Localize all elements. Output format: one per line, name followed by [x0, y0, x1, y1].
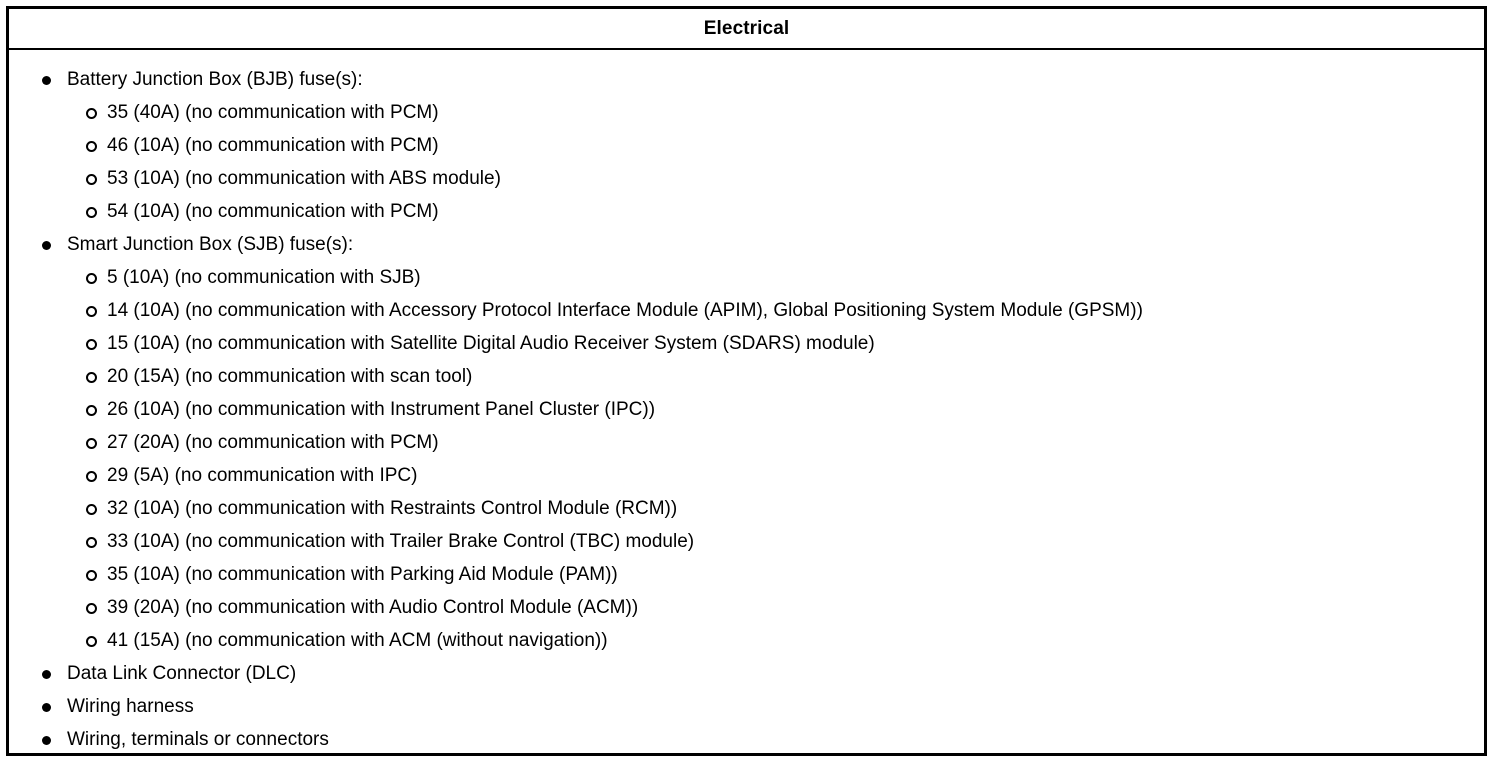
hollow-bullet-icon: [86, 294, 98, 327]
list-item-label: 5 (10A) (no communication with SJB): [107, 267, 421, 288]
list-item-sjb-fuse-20: 20 (15A) (no communication with scan too…: [67, 360, 1484, 393]
sublist-bjb-fuses: 35 (40A) (no communication with PCM) 46 (…: [67, 96, 1484, 228]
list-item-wiring-harness: Wiring harness: [9, 690, 1484, 723]
filled-bullet-icon: [42, 690, 54, 723]
hollow-bullet-icon: [86, 591, 98, 624]
list-item-label: 20 (15A) (no communication with scan too…: [107, 366, 473, 387]
list-item-label: 29 (5A) (no communication with IPC): [107, 465, 418, 486]
list-item-label: 26 (10A) (no communication with Instrume…: [107, 399, 656, 420]
hollow-bullet-icon: [86, 492, 98, 525]
list-item-sjb-fuse-41: 41 (15A) (no communication with ACM (wit…: [67, 624, 1484, 657]
hollow-bullet-icon: [86, 426, 98, 459]
hollow-bullet-icon: [86, 261, 98, 294]
hollow-bullet-icon: [86, 360, 98, 393]
list-item-sjb-fuses: Smart Junction Box (SJB) fuse(s): 5 (10A)…: [9, 228, 1484, 657]
hollow-bullet-icon: [86, 327, 98, 360]
list-item-sjb-fuse-27: 27 (20A) (no communication with PCM): [67, 426, 1484, 459]
list-item-label: Smart Junction Box (SJB) fuse(s):: [67, 234, 354, 255]
list-item-label: 53 (10A) (no communication with ABS modu…: [107, 168, 501, 189]
list-item-label: 35 (40A) (no communication with PCM): [107, 102, 439, 123]
list-item-label: 15 (10A) (no communication with Satellit…: [107, 333, 875, 354]
list-item-label: Battery Junction Box (BJB) fuse(s):: [67, 69, 363, 90]
list-item-label: 14 (10A) (no communication with Accessor…: [107, 300, 1143, 321]
filled-bullet-icon: [42, 63, 54, 96]
hollow-bullet-icon: [86, 525, 98, 558]
filled-bullet-icon: [42, 723, 54, 756]
list-item-sjb-fuse-5: 5 (10A) (no communication with SJB): [67, 261, 1484, 294]
hollow-bullet-icon: [86, 459, 98, 492]
list-item-sjb-fuse-29: 29 (5A) (no communication with IPC): [67, 459, 1484, 492]
list-item-label: 54 (10A) (no communication with PCM): [107, 201, 439, 222]
list-item-label: Data Link Connector (DLC): [67, 663, 297, 684]
list-item-label: Wiring harness: [67, 696, 194, 717]
hollow-bullet-icon: [86, 129, 98, 162]
list-item-sjb-fuse-26: 26 (10A) (no communication with Instrume…: [67, 393, 1484, 426]
list-item-label: 32 (10A) (no communication with Restrain…: [107, 498, 678, 519]
list-item-label: 35 (10A) (no communication with Parking …: [107, 564, 618, 585]
table-body: Battery Junction Box (BJB) fuse(s): 35 (4…: [9, 50, 1484, 756]
list-item-bjb-fuses: Battery Junction Box (BJB) fuse(s): 35 (4…: [9, 63, 1484, 228]
hollow-bullet-icon: [86, 96, 98, 129]
hollow-bullet-icon: [86, 558, 98, 591]
list-item-bjb-fuse-53: 53 (10A) (no communication with ABS modu…: [67, 162, 1484, 195]
list-item-data-link-connector: Data Link Connector (DLC): [9, 657, 1484, 690]
filled-bullet-icon: [42, 228, 54, 261]
hollow-bullet-icon: [86, 195, 98, 228]
list-item-label: 39 (20A) (no communication with Audio Co…: [107, 597, 639, 618]
electrical-table: Electrical Battery Junction Box (BJB) fu…: [6, 6, 1487, 756]
filled-bullet-icon: [42, 657, 54, 690]
table-header-row: Electrical: [9, 9, 1484, 50]
table-header-title: Electrical: [703, 18, 790, 39]
list-item-bjb-fuse-54: 54 (10A) (no communication with PCM): [67, 195, 1484, 228]
component-list: Battery Junction Box (BJB) fuse(s): 35 (4…: [9, 63, 1484, 756]
hollow-bullet-icon: [86, 393, 98, 426]
list-item-sjb-fuse-33: 33 (10A) (no communication with Trailer …: [67, 525, 1484, 558]
list-item-bjb-fuse-46: 46 (10A) (no communication with PCM): [67, 129, 1484, 162]
list-item-label: 27 (20A) (no communication with PCM): [107, 432, 439, 453]
list-item-wiring-terminals-connectors: Wiring, terminals or connectors: [9, 723, 1484, 756]
list-item-label: Wiring, terminals or connectors: [67, 729, 329, 750]
list-item-sjb-fuse-14: 14 (10A) (no communication with Accessor…: [67, 294, 1484, 327]
hollow-bullet-icon: [86, 624, 98, 657]
list-item-sjb-fuse-32: 32 (10A) (no communication with Restrain…: [67, 492, 1484, 525]
hollow-bullet-icon: [86, 162, 98, 195]
list-item-bjb-fuse-35: 35 (40A) (no communication with PCM): [67, 96, 1484, 129]
sublist-sjb-fuses: 5 (10A) (no communication with SJB) 14 (1…: [67, 261, 1484, 657]
list-item-label: 46 (10A) (no communication with PCM): [107, 135, 439, 156]
list-item-label: 41 (15A) (no communication with ACM (wit…: [107, 630, 608, 651]
list-item-label: 33 (10A) (no communication with Trailer …: [107, 531, 695, 552]
list-item-sjb-fuse-35: 35 (10A) (no communication with Parking …: [67, 558, 1484, 591]
list-item-sjb-fuse-39: 39 (20A) (no communication with Audio Co…: [67, 591, 1484, 624]
list-item-sjb-fuse-15: 15 (10A) (no communication with Satellit…: [67, 327, 1484, 360]
